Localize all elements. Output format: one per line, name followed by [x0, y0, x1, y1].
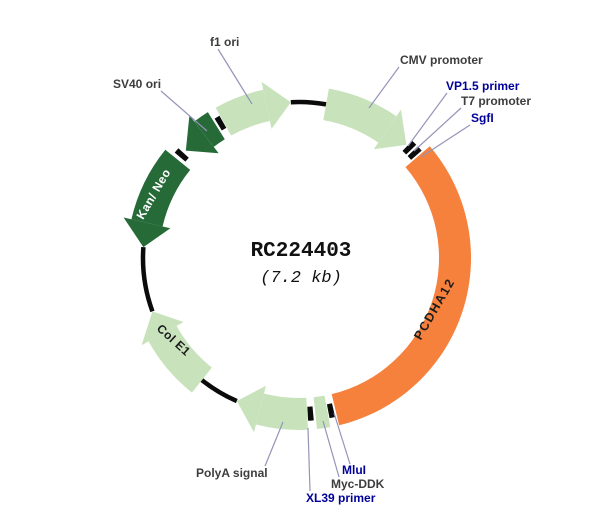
tick-myc-polya [307, 406, 314, 421]
connector-xl39-primer [307, 427, 311, 492]
backbone-arc-bottom-left [200, 378, 238, 404]
connector-myc-ddk [322, 420, 340, 478]
connector-sv40-ori [160, 90, 208, 132]
label-sgfi: SgfI [471, 111, 494, 125]
sv40-ori-arrow [194, 112, 225, 147]
label-myc-ddk: Myc-DDK [331, 477, 385, 491]
myc-ddk-band [313, 395, 331, 430]
label-xl39-primer: XL39 primer [306, 491, 376, 505]
polya-signal-arrow-head [236, 385, 266, 433]
kan-neo-arrow-head [123, 217, 171, 248]
connector-t7-promoter [413, 107, 462, 152]
tick-sv40-f1 [214, 115, 227, 131]
tick-sgfi-2 [407, 146, 422, 160]
tick-sgfi-1 [402, 140, 417, 155]
f1-ori-arrow [215, 89, 270, 136]
sv40-ori-arrow-head [185, 115, 219, 154]
connector-cmv-promoter [368, 66, 400, 109]
backbone-arc-top [290, 99, 327, 107]
label-mlui: MluI [342, 463, 366, 477]
col-e1-arrow-head [141, 311, 184, 346]
label-vp15-primer: VP1.5 primer [446, 79, 520, 93]
connector-f1-ori [217, 48, 253, 105]
f1-ori-arrow-head [261, 81, 291, 129]
polya-signal-arrow [255, 393, 309, 430]
label-t7-promoter: T7 promoter [461, 94, 531, 108]
tick-mlui [326, 403, 336, 419]
cmv-promoter-arrow-head [373, 109, 407, 150]
connector-mlui [333, 412, 351, 465]
pcdha12-band [331, 146, 471, 426]
connector-vp15-primer [407, 92, 448, 147]
label-polya-signal: PolyA signal [196, 466, 268, 480]
cmv-promoter-arrow [323, 88, 397, 143]
kan-neo-arrow [131, 149, 191, 227]
plasmid-title: RC224403 [251, 240, 352, 263]
connector-polya-signal [264, 421, 284, 467]
plasmid-size: (7.2 kb) [260, 269, 342, 288]
label-sv40-ori: SV40 ori [113, 77, 161, 91]
tick-kan-sv40 [174, 148, 189, 162]
connector-sgfi [420, 124, 471, 158]
backbone-arc-left [140, 246, 155, 313]
label-f1-ori: f1 ori [210, 35, 239, 49]
label-cmv-promoter: CMV promoter [400, 53, 483, 67]
col-e1-arrow [148, 325, 212, 393]
